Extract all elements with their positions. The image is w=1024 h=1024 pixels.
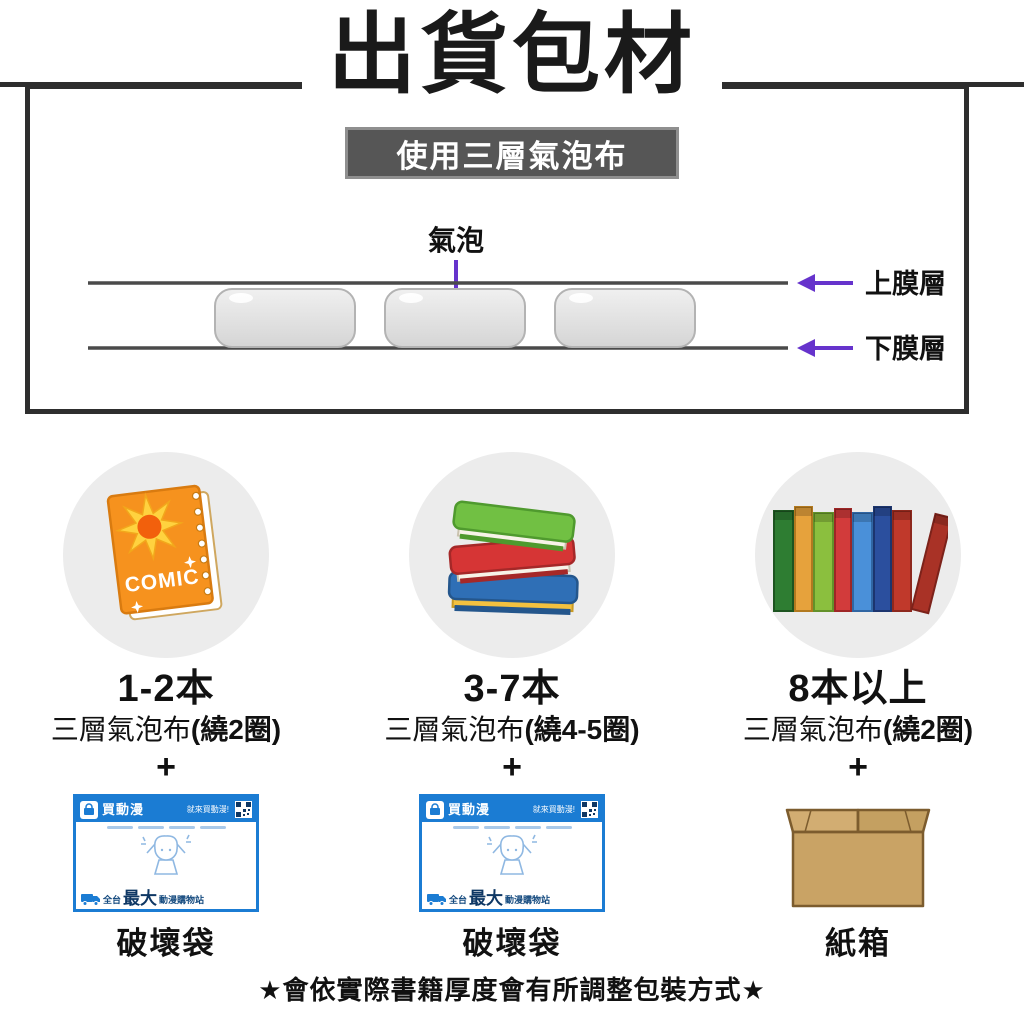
illustration-circle (755, 452, 961, 658)
lower-film-arrow (797, 339, 853, 357)
packing-options: COMIC 1-2本 三層氣泡布(繞2圈) + (0, 452, 1024, 959)
truck-icon (427, 894, 446, 906)
package-label: 破壞袋 (462, 926, 562, 961)
package-illustration (783, 794, 933, 912)
bag-slogan: 全台 最大 動漫購物站 (81, 889, 204, 907)
book-count-label: 8本以上 (788, 668, 928, 710)
plus-sign: + (502, 748, 522, 786)
mailer-bag-illustration: 買動漫 就來買動漫! (73, 794, 259, 912)
bubble-wrap-banner: 使用三層氣泡布 (345, 127, 679, 179)
page-title: 出貨包材 (0, 5, 1024, 105)
book-count-label: 1-2本 (117, 668, 215, 710)
packing-option-3: 8本以上 三層氣泡布(繞2圈) + 紙箱 (692, 452, 1024, 959)
bag-header: 買動漫 就來買動漫! (76, 797, 256, 822)
illustration-circle: COMIC (63, 452, 269, 658)
plus-sign: + (848, 748, 868, 786)
packing-option-1: COMIC 1-2本 三層氣泡布(繞2圈) + (0, 452, 332, 959)
wrap-spec-label: 三層氣泡布(繞2圈) (50, 714, 282, 745)
qr-code-icon (581, 801, 598, 818)
bag-header-note: 就來買動漫! (186, 804, 229, 814)
spiral-binding (191, 491, 212, 596)
bubble-wrap-diagram: 氣泡 上膜層 下膜層 (88, 224, 946, 364)
package-label: 紙箱 (825, 926, 891, 961)
bubble-label: 氣泡 (428, 224, 484, 256)
upper-film-label: 上膜層 (865, 269, 946, 299)
lower-film-label: 下膜層 (865, 334, 946, 364)
upper-film-arrow (797, 274, 853, 292)
book-stack-illustration (447, 500, 579, 616)
air-bubble (214, 288, 356, 348)
wrap-spec-label: 三層氣泡布(繞2圈) (742, 714, 974, 745)
package-illustration: 買動漫 就來買動漫! (419, 794, 605, 912)
bag-header: 買動漫 就來買動漫! (422, 797, 602, 822)
package-label: 破壞袋 (116, 926, 216, 961)
anime-character-art (487, 834, 537, 875)
shopping-bag-icon (426, 800, 444, 819)
book-row-illustration (773, 506, 948, 615)
bag-header-note: 就來買動漫! (532, 804, 575, 814)
qr-code-icon (235, 801, 252, 818)
mailer-bag-illustration: 買動漫 就來買動漫! (419, 794, 605, 912)
comic-book-illustration: COMIC (106, 484, 223, 621)
book-count-label: 3-7本 (463, 668, 561, 710)
bag-brand: 買動漫 (102, 802, 145, 817)
wrap-spec-label: 三層氣泡布(繞4-5圈) (384, 714, 640, 745)
illustration-circle (409, 452, 615, 658)
bag-slogan: 全台 最大 動漫購物站 (427, 889, 550, 907)
shopping-bag-icon (80, 800, 98, 819)
bag-brand: 買動漫 (448, 802, 491, 817)
air-bubble (384, 288, 526, 348)
anime-character-art (141, 834, 191, 875)
truck-icon (81, 894, 100, 906)
bag-fineprint-text (422, 826, 602, 829)
plus-sign: + (156, 748, 176, 786)
packing-option-2: 3-7本 三層氣泡布(繞4-5圈) + 買動漫 就來買動漫! (346, 452, 678, 959)
air-bubble (554, 288, 696, 348)
footer-note: ★會依實際書籍厚度會有所調整包裝方式★ (258, 975, 766, 1005)
package-illustration: 買動漫 就來買動漫! (73, 794, 259, 912)
bag-fineprint-text (76, 826, 256, 829)
cardboard-box-illustration (785, 808, 931, 908)
